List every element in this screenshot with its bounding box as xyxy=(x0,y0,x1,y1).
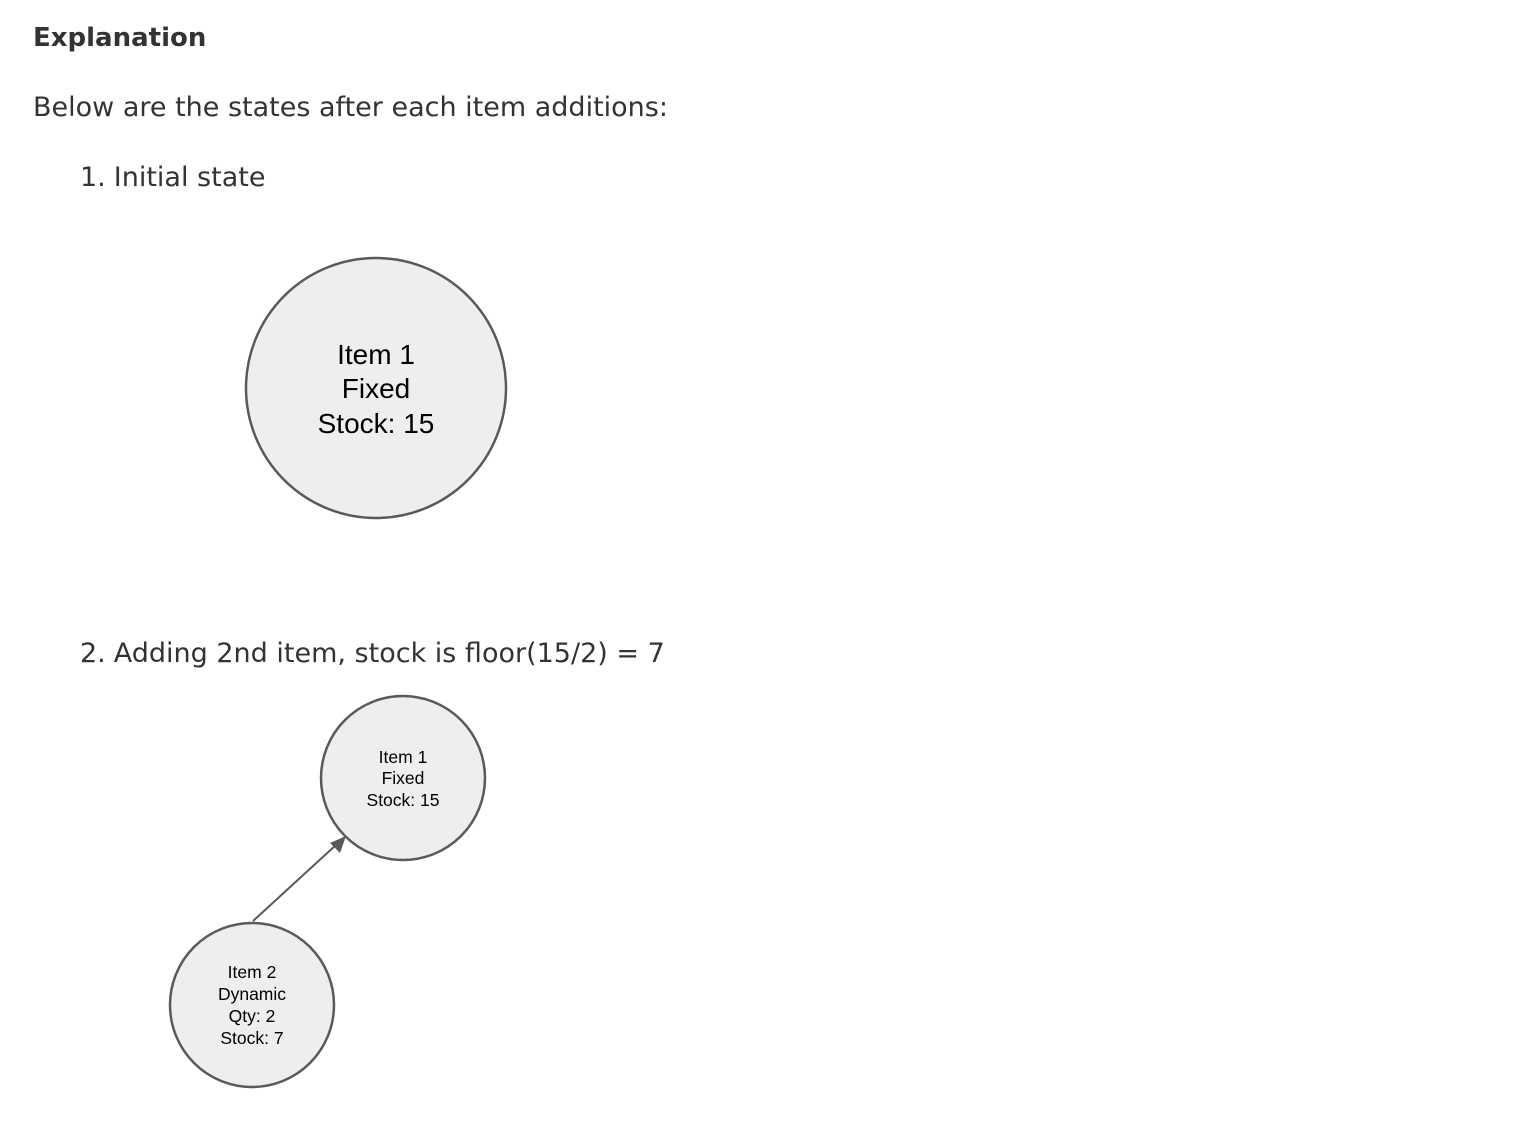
step-2-number: 2. xyxy=(80,638,106,669)
node-item-1-initial-line-1: Item 1 xyxy=(337,339,415,370)
edge-item-2-to-item-1 xyxy=(252,836,346,922)
arrowhead-icon xyxy=(330,836,346,853)
step-1-number: 1. xyxy=(80,162,106,193)
node-item-1-line-2: Fixed xyxy=(382,768,425,788)
step-1-text: Initial state xyxy=(113,162,266,193)
step-2-caption: 2.Adding 2nd item, stock is floor(15/2) … xyxy=(80,636,665,672)
section-heading: Explanation xyxy=(33,23,207,53)
intro-text: Below are the states after each item add… xyxy=(33,92,668,123)
node-item-2: Item 2 Dynamic Qty: 2 Stock: 7 xyxy=(168,921,336,1089)
node-item-1-line-3: Stock: 15 xyxy=(367,790,440,810)
node-item-1-initial-line-3: Stock: 15 xyxy=(318,408,435,439)
node-item-2-line-2: Dynamic xyxy=(218,984,286,1004)
node-item-1-initial: Item 1 Fixed Stock: 15 xyxy=(244,256,508,520)
node-item-2-line-4: Stock: 7 xyxy=(220,1028,283,1048)
node-item-1: Item 1 Fixed Stock: 15 xyxy=(319,694,487,862)
node-item-2-line-1: Item 2 xyxy=(228,962,277,982)
node-item-1-line-1: Item 1 xyxy=(379,747,428,767)
node-item-1-initial-line-2: Fixed xyxy=(342,373,410,404)
step-1-caption: 1.Initial state xyxy=(80,160,265,196)
step-2-text: Adding 2nd item, stock is floor(15/2) = … xyxy=(113,638,665,669)
node-item-2-line-3: Qty: 2 xyxy=(229,1006,276,1026)
